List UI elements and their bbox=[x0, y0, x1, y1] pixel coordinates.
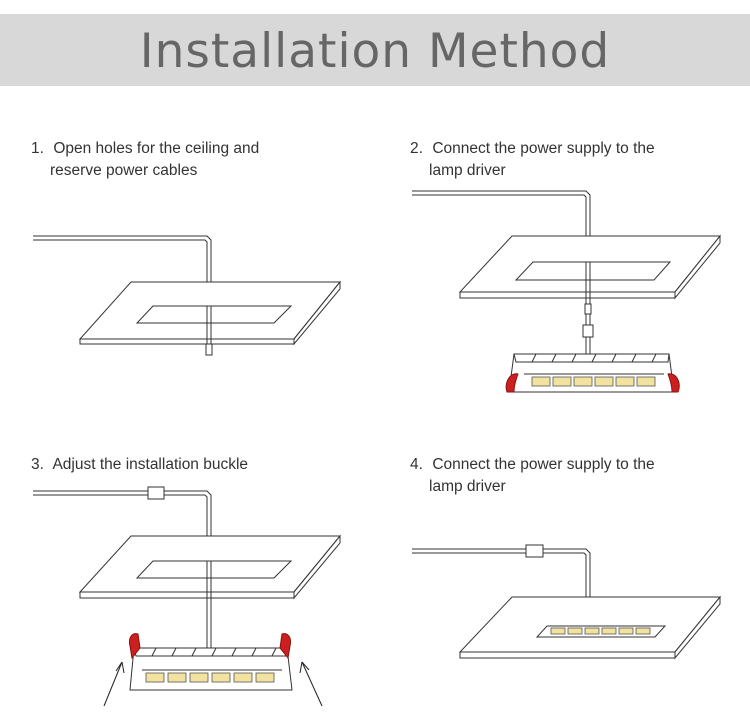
step-text-line1: Open holes for the ceiling and bbox=[53, 140, 260, 157]
power-cable bbox=[412, 548, 591, 597]
installation-clip bbox=[279, 633, 291, 660]
step-text-line1: Connect the power supply to the bbox=[432, 456, 655, 473]
ceiling-panel bbox=[458, 595, 722, 660]
step-3-illustration bbox=[33, 486, 342, 707]
power-cable bbox=[33, 490, 212, 536]
step-2-caption: 2. Connect the power supply to the lamp … bbox=[410, 138, 655, 182]
page-title: Installation Method bbox=[139, 24, 611, 79]
cable-connector bbox=[582, 303, 594, 354]
step-1-illustration bbox=[33, 235, 342, 356]
cable-drop bbox=[206, 306, 212, 344]
ceiling-cutout bbox=[135, 305, 293, 324]
step-number: 4. bbox=[410, 456, 423, 473]
ceiling-cutout bbox=[135, 560, 293, 579]
step-text-line2: lamp driver bbox=[429, 478, 506, 495]
step-text-line2: lamp driver bbox=[429, 162, 506, 179]
installation-clip bbox=[129, 633, 141, 660]
power-cable bbox=[412, 190, 591, 236]
installation-clip bbox=[667, 373, 680, 393]
step-text-line2: reserve power cables bbox=[50, 162, 198, 179]
installed-lamp bbox=[535, 625, 667, 638]
cable-connector bbox=[147, 486, 165, 500]
step-text-line1: Adjust the installation buckle bbox=[52, 456, 249, 473]
title-banner bbox=[0, 14, 750, 86]
step-4-caption: 4. Connect the power supply to the lamp … bbox=[410, 454, 655, 498]
step-number: 1. bbox=[31, 140, 44, 157]
arrow-icon bbox=[299, 661, 323, 707]
cable-connector bbox=[525, 544, 544, 558]
step-number: 3. bbox=[31, 456, 44, 473]
step-number: 2. bbox=[410, 140, 423, 157]
cable-drop bbox=[585, 262, 591, 304]
linear-lamp bbox=[129, 647, 293, 691]
step-4-illustration bbox=[412, 544, 722, 660]
step-2-illustration bbox=[412, 190, 722, 393]
power-cable bbox=[33, 235, 212, 282]
step-1-caption: 1. Open holes for the ceiling and reserv… bbox=[31, 138, 259, 182]
linear-lamp bbox=[508, 353, 675, 393]
installation-clip bbox=[505, 373, 519, 393]
arrow-icon bbox=[103, 661, 125, 707]
step-text-line1: Connect the power supply to the bbox=[432, 140, 655, 157]
cable-drop bbox=[206, 561, 212, 650]
ceiling-cutout bbox=[514, 261, 672, 281]
step-3-caption: 3. Adjust the installation buckle bbox=[31, 454, 248, 476]
